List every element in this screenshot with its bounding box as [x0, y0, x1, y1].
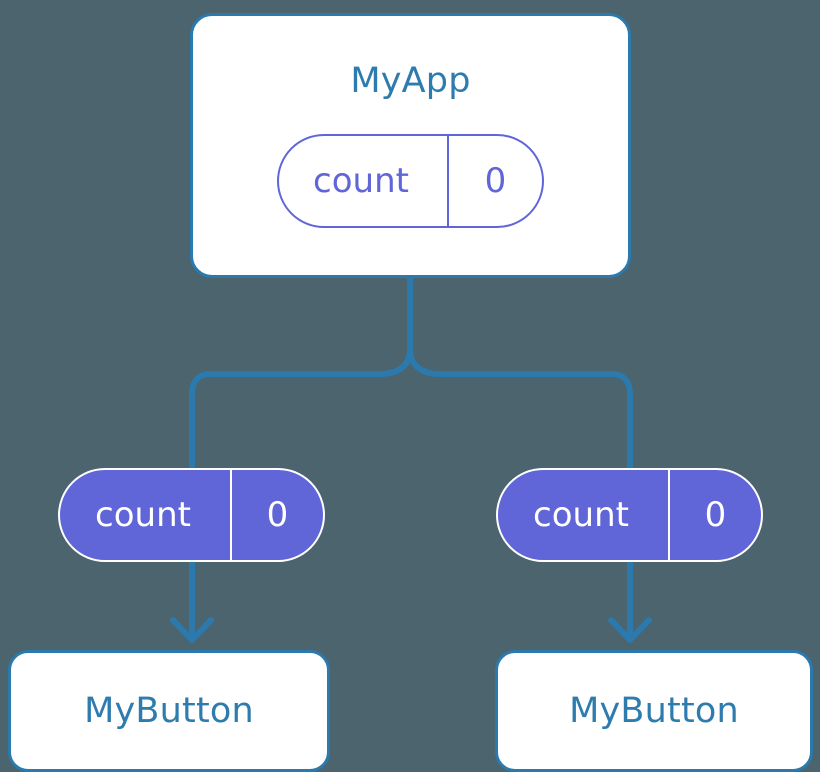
connector-split-to-right-pill	[407, 351, 633, 470]
component-box-my-button-left[interactable]: MyButton	[8, 650, 330, 772]
state-pill-key: count	[498, 470, 670, 560]
component-title-my-app: MyApp	[350, 61, 471, 101]
state-pill-my-app[interactable]: count 0	[277, 134, 544, 228]
connector-split-to-left-pill	[189, 351, 413, 470]
state-pill-key: count	[279, 136, 449, 226]
state-pill-value: 0	[484, 161, 507, 201]
component-box-my-button-right[interactable]: MyButton	[495, 650, 813, 772]
component-title-my-button-left: MyButton	[84, 690, 254, 731]
state-pill-branch-right[interactable]: count 0	[496, 468, 763, 562]
state-pill-branch-left[interactable]: count 0	[58, 468, 325, 562]
state-pill-value: 0	[266, 495, 289, 535]
arrowhead-right-icon	[608, 617, 652, 643]
arrowhead-left-icon	[170, 617, 214, 643]
state-pill-key: count	[60, 470, 232, 560]
component-title-my-button-right: MyButton	[569, 690, 739, 731]
state-pill-value: 0	[704, 495, 727, 535]
